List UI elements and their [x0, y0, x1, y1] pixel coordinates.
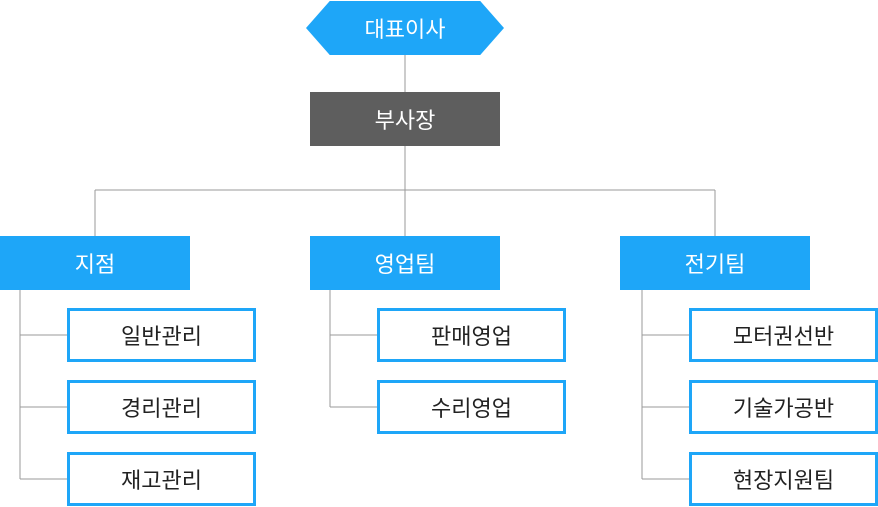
team-label: 기술가공반 [732, 397, 835, 422]
team-node: 수리영업 [377, 380, 566, 434]
vice-president-label: 부사장 [374, 109, 436, 134]
dept-sales-node: 영업팀 [310, 236, 500, 290]
team-node: 현장지원팀 [689, 452, 878, 506]
team-label: 수리영업 [431, 397, 512, 422]
team-label: 일반관리 [121, 325, 202, 350]
team-label: 경리관리 [121, 397, 202, 422]
team-node: 재고관리 [67, 452, 256, 506]
ceo-label: 대표이사 [364, 18, 446, 43]
team-node: 기술가공반 [689, 380, 878, 434]
dept-branch-label: 지점 [74, 253, 116, 278]
team-node: 경리관리 [67, 380, 256, 434]
dept-sales-label: 영업팀 [374, 253, 436, 278]
team-label: 모터권선반 [732, 325, 835, 350]
dept-electric-label: 전기팀 [684, 253, 746, 278]
team-label: 현장지원팀 [732, 469, 835, 494]
team-label: 판매영업 [431, 325, 512, 350]
team-node: 모터권선반 [689, 308, 878, 362]
dept-electric-node: 전기팀 [620, 236, 810, 290]
dept-branch-node: 지점 [0, 236, 190, 290]
vice-president-node: 부사장 [310, 92, 500, 146]
team-node: 판매영업 [377, 308, 566, 362]
team-label: 재고관리 [121, 469, 202, 494]
team-node: 일반관리 [67, 308, 256, 362]
ceo-node: 대표이사 [306, 1, 504, 55]
